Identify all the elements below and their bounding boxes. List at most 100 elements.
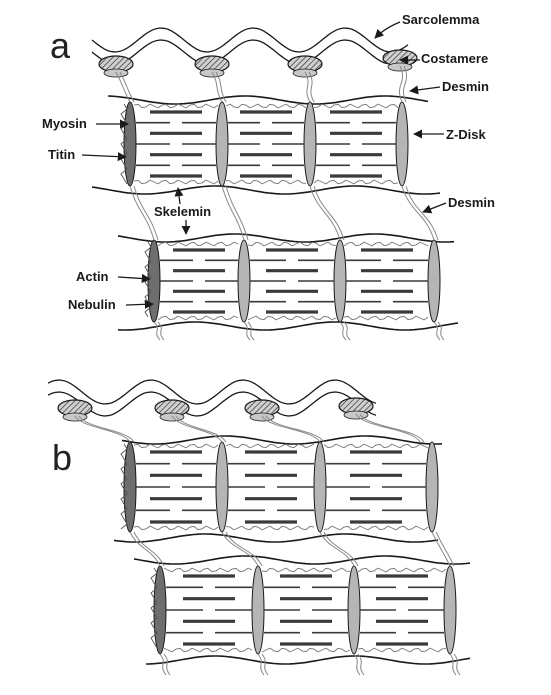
label-nebulin: Nebulin [68,297,116,312]
skelemin-link [435,531,455,567]
desmin-link [398,65,404,103]
z-disk [425,441,439,533]
z-disk [123,441,137,533]
z-disk [443,565,457,655]
label-desmin-right: Desmin [448,195,495,210]
costamere-base [343,410,369,420]
desmin-tail [343,321,351,341]
desmin-tail [243,321,251,341]
z-disk [215,441,229,533]
sarcomere-row-b1 [120,441,439,533]
skelemin-link [401,185,435,241]
sarcomere [133,443,219,531]
sarcomere [247,241,337,321]
titin-strand [313,103,399,109]
costamere-b-3 [244,399,280,422]
desmin-tail [339,321,347,341]
label-desmin-top: Desmin [442,79,489,94]
costamere-a-1 [98,55,134,78]
desmin-link [78,415,135,443]
desmin-link [402,65,408,103]
titin-strand [163,567,253,573]
sarcolemma-outer-line [91,27,409,53]
desmin-tail [353,653,361,676]
label-skelemin: Skelemin [154,204,211,219]
z-disk [123,101,137,187]
sarcomere [343,241,429,321]
sarcolemma-outer-line [47,379,377,405]
desmin-tail [453,653,461,676]
desmin-link [308,71,315,103]
arrow-desmin-right [422,202,447,214]
skelemin-link [313,185,345,241]
titin-strand [133,103,219,109]
desmin-link [355,413,421,443]
myofibril-boundary-a2-bottom [117,321,459,331]
sarcomere [313,103,399,185]
titin-strand [261,647,351,653]
arrow-desmin-top [409,85,441,95]
skelemin-link [319,531,355,567]
titin-strand [261,567,351,573]
sarcomere-row-a1 [120,101,409,187]
desmin-tail [159,653,167,676]
leader-arrows [81,21,447,309]
sarcomere [225,443,315,531]
titin-strand [225,443,315,449]
titin-strand [357,567,447,573]
skelemin-link [225,531,263,567]
z-disk [347,565,361,655]
desmin-link [304,71,311,103]
sarcomere [357,567,447,653]
skelemin-link [129,531,161,567]
skelemin-link [225,185,249,241]
label-costamere: Costamere [421,51,488,66]
myofibril-boundary-a1-bottom [91,185,441,195]
desmin-tail [257,653,265,676]
label-titin: Titin [48,147,75,162]
titin-strand [163,647,253,653]
desmin-link [215,71,227,103]
arrow-skelemin-up [174,187,184,205]
label-sarcolemma: Sarcolemma [402,12,480,27]
desmin-link [261,415,321,443]
desmin-tail [261,653,269,676]
desmin-tail [247,321,255,341]
titin-strand [357,647,447,653]
z-disk [147,239,161,323]
z-disk [427,239,441,323]
desmin-link [175,415,227,443]
titin-strand [313,179,399,185]
desmin-tail [449,653,457,676]
desmin-tail [157,321,165,341]
sarcomere [225,103,307,185]
titin-strand [323,443,429,449]
desmin-link [265,415,325,443]
arrow-nebulin [125,299,154,309]
skelemin-link [221,531,259,567]
titin-strand [343,241,429,247]
titin-strand [133,443,219,449]
titin-strand [247,315,337,321]
sarcolemma-membrane-a [91,27,409,65]
z-disk [237,239,251,323]
skelemin-link [133,531,165,567]
titin-strand [225,179,307,185]
myofibril-boundary-b1-bottom [113,533,439,543]
titin-strand [225,103,307,109]
sarcolemma-inner-line [91,39,409,65]
desmin-link [171,415,223,443]
desmin-link [211,71,223,103]
myofibril-boundary-b2-top [133,555,471,565]
desmin-tail [357,653,365,676]
panel-label-a: a [50,25,71,66]
sarcolemma-membrane-b [47,379,377,417]
skelemin-link [221,185,245,241]
titin-strand [133,179,219,185]
z-disk [333,239,347,323]
costamere-b-4 [338,397,374,420]
desmin-tail [153,321,161,341]
myofibril-end [150,567,158,649]
drawing-layer [47,27,471,676]
